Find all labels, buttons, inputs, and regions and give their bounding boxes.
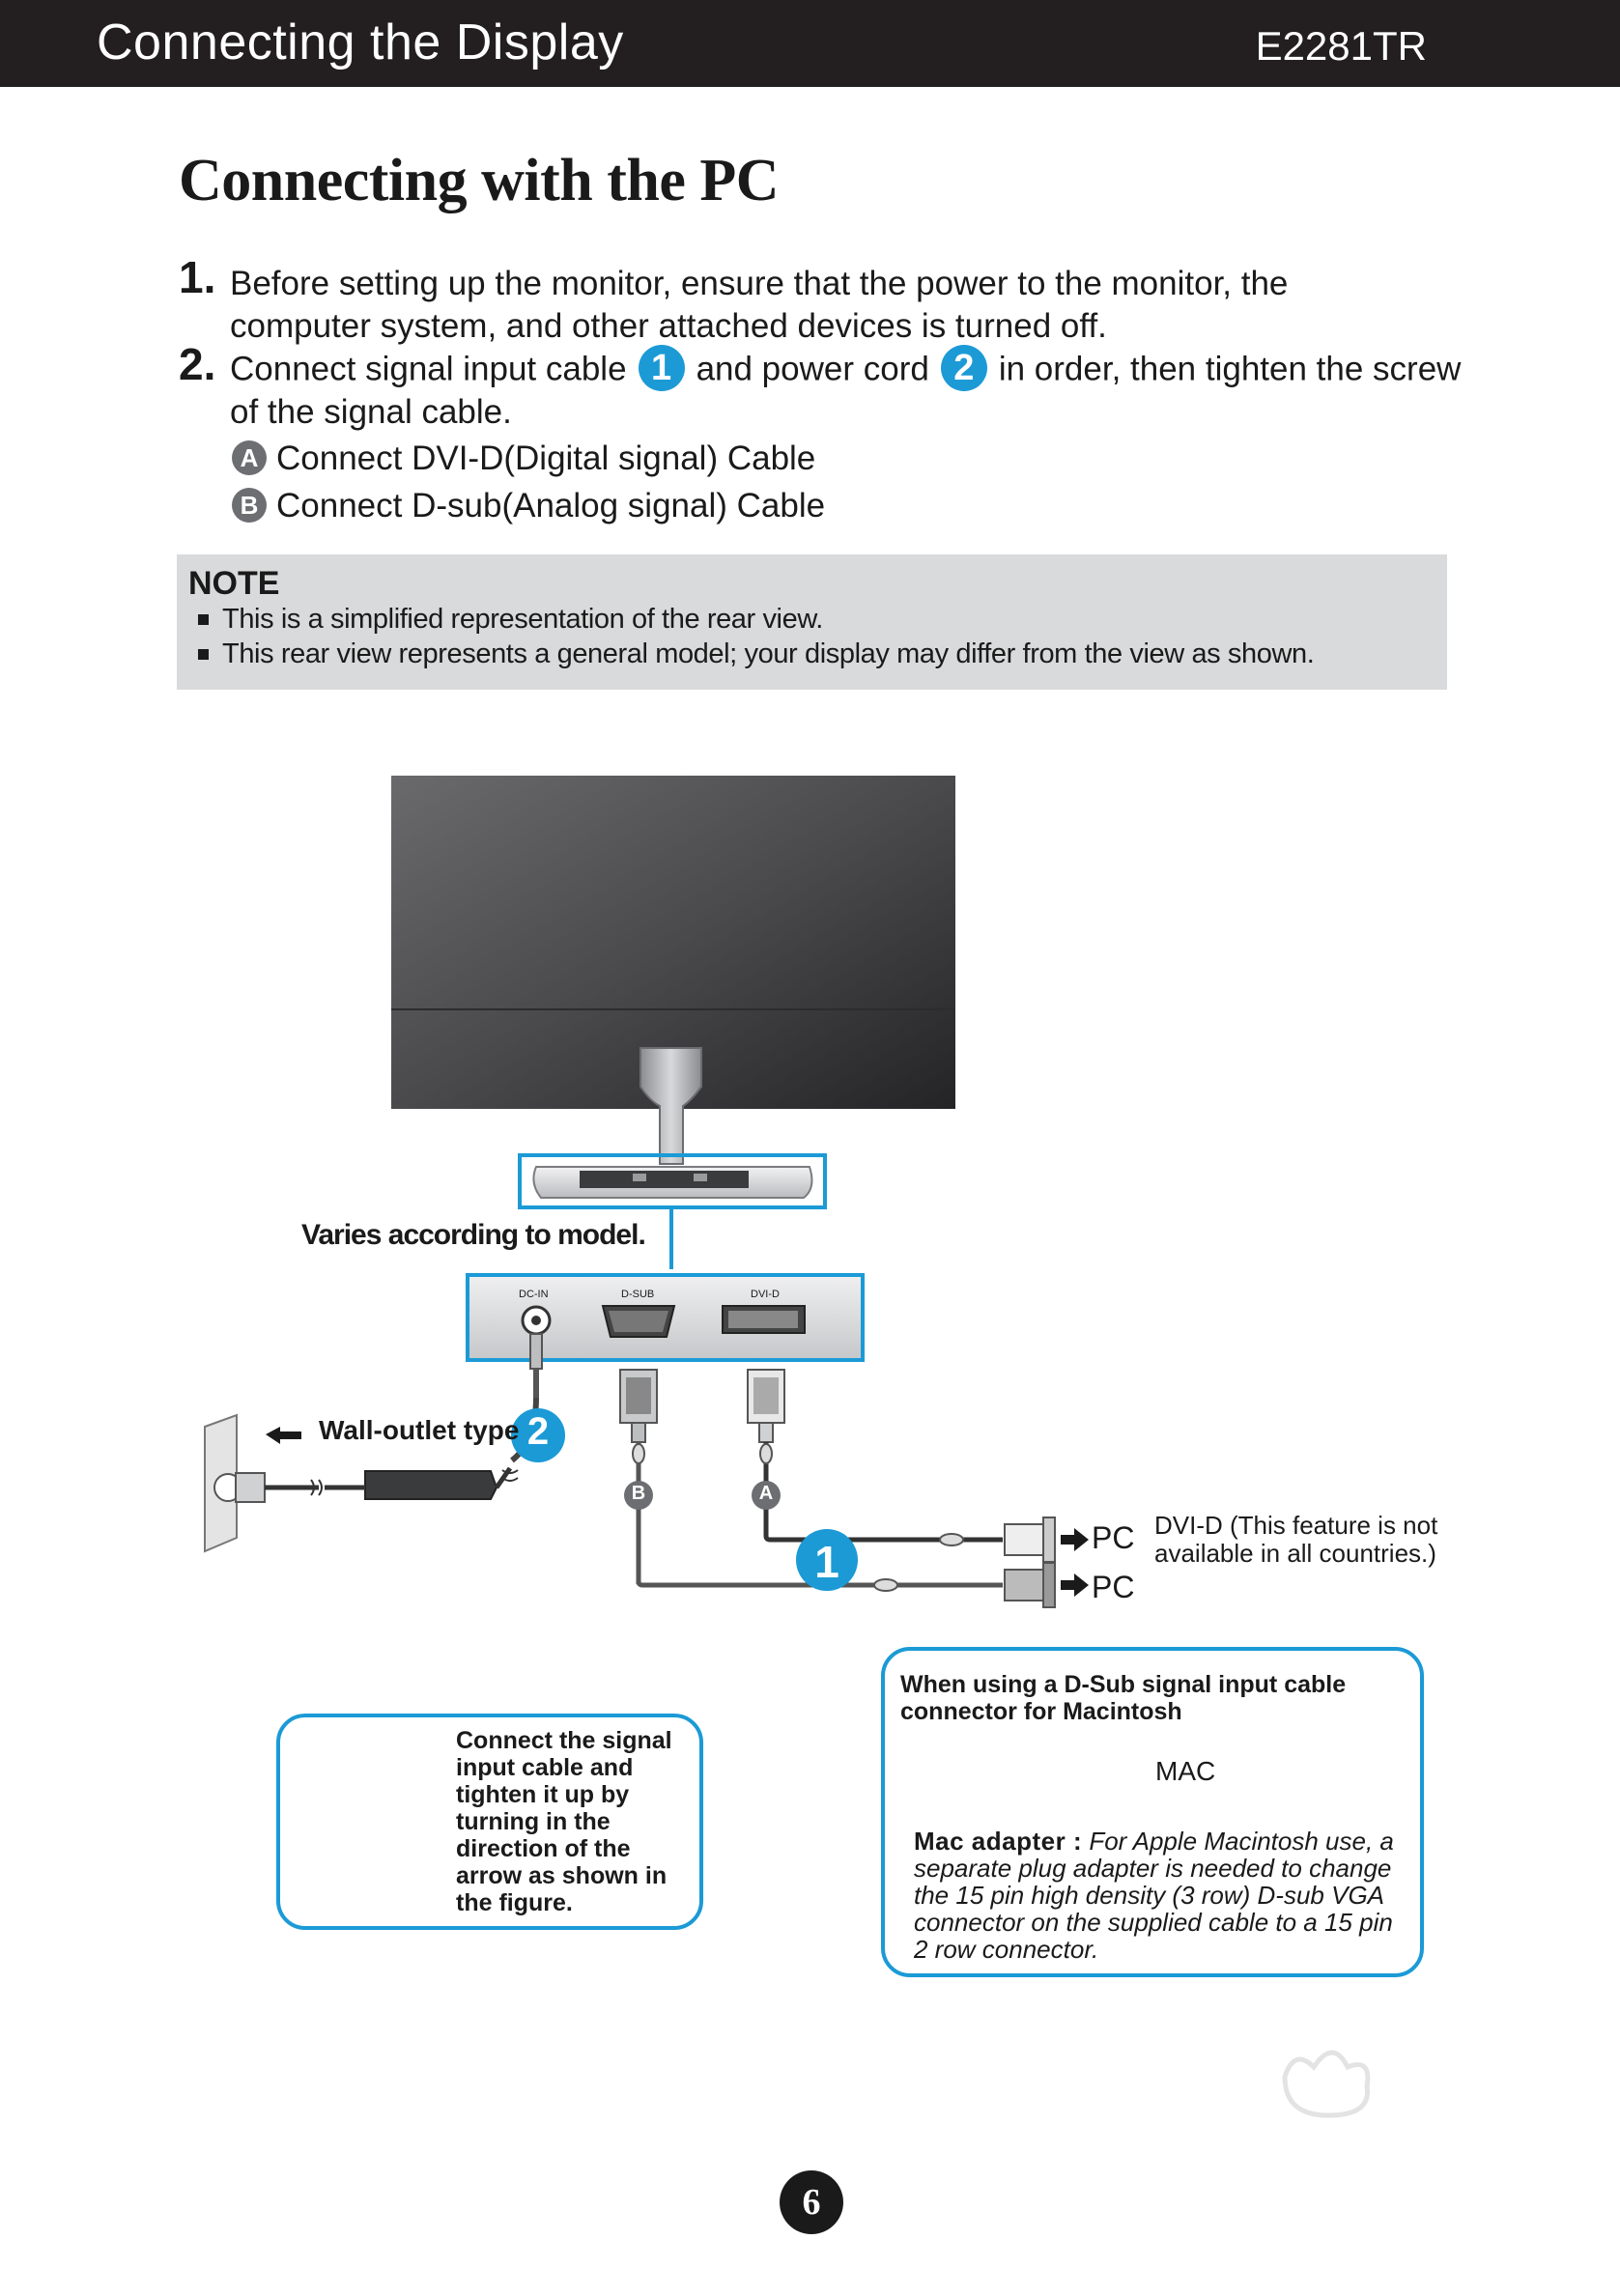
- arrow-left-icon: [266, 1427, 301, 1444]
- step-2-text-a: Connect signal input cable: [230, 350, 627, 388]
- mac-adapter-box: [881, 1647, 1424, 1977]
- note-item-text: This is a simplified representation of t…: [222, 604, 823, 635]
- note-box: [177, 554, 1447, 690]
- sub-item-dvi-text: Connect DVI-D(Digital signal) Cable: [276, 439, 816, 477]
- wall-outlet-label: Wall-outlet type: [319, 1415, 520, 1445]
- port-label-dvi-d: DVI-D: [751, 1289, 780, 1300]
- badge-signal-cable: 1: [638, 345, 685, 391]
- badge-b-diagram: [624, 1481, 653, 1510]
- step-2-line-1: Connect signal input cable 1 and power cor…: [230, 345, 1486, 394]
- arrow-right-icon: [1061, 1573, 1089, 1597]
- port-panel: [466, 1273, 865, 1362]
- wall-outlet: [204, 1413, 519, 1553]
- mac-label: MAC: [1155, 1756, 1216, 1786]
- mac-adapter-description: Mac adapter : For Apple Macintosh use, a…: [914, 1828, 1407, 1963]
- badge-power-diagram: [511, 1408, 565, 1462]
- step-1-number: 1.: [179, 252, 216, 302]
- badge-b-letter: B: [631, 1483, 646, 1504]
- port-label-dc-in: DC-IN: [519, 1289, 549, 1300]
- dvi-note-line-1: DVI-D (This feature is not: [1154, 1511, 1438, 1540]
- tighten-screws-text: Connect the signal input cable and tight…: [456, 1727, 672, 1916]
- badge-a-diagram: [752, 1481, 781, 1510]
- note-item-text: This rear view represents a general mode…: [222, 638, 1315, 669]
- dvi-note-line-2: available in all countries.): [1154, 1539, 1436, 1568]
- step-2-number: 2.: [179, 339, 216, 389]
- header-title: Connecting the Display: [97, 14, 624, 71]
- pc-label-dvi: PC: [1092, 1520, 1135, 1555]
- badge-signal-diagram: [796, 1529, 858, 1591]
- tighten-screws-box: [276, 1714, 703, 1930]
- mac-adapter-lead: Mac adapter :: [914, 1827, 1083, 1856]
- pc-label-dsub: PC: [1092, 1570, 1135, 1604]
- badge-b: B: [232, 487, 267, 523]
- baidu-watermark: [1282, 2050, 1371, 2118]
- sub-item-dsub-text: Connect D-sub(Analog signal) Cable: [276, 487, 826, 524]
- mac-adapter-body: For Apple Macintosh use, a separate plug…: [914, 1827, 1394, 1964]
- port-label-d-sub: D-SUB: [621, 1289, 655, 1300]
- section-title: Connecting with the PC: [179, 148, 780, 213]
- note-item: This rear view represents a general mode…: [198, 638, 1315, 670]
- arrow-right-icon: [1061, 1528, 1089, 1551]
- step-2-text-c: in order, then tighten the screw: [998, 350, 1462, 388]
- badge-signal-number: 1: [814, 1537, 839, 1587]
- note-title: NOTE: [188, 565, 280, 602]
- note-item: This is a simplified representation of t…: [198, 604, 823, 636]
- step-1-text: Before setting up the monitor, ensure th…: [230, 265, 1289, 345]
- header-model: E2281TR: [1255, 23, 1427, 69]
- badge-power-number: 2: [526, 1410, 550, 1453]
- badge-a: A: [232, 439, 267, 475]
- step-2-line-2: of the signal cable.: [230, 393, 512, 431]
- varies-label: Varies according to model.: [301, 1219, 646, 1251]
- badge-a-letter: A: [758, 1483, 774, 1504]
- bullet-icon: [198, 614, 209, 625]
- header-bar: [0, 0, 1620, 87]
- bullet-icon: [198, 649, 209, 660]
- mac-adapter-title: When using a D-Sub signal input cable co…: [900, 1671, 1347, 1725]
- step-2-text-b: and power cord: [696, 350, 929, 388]
- badge-power-cord: 2: [940, 345, 987, 391]
- page-number: 6: [780, 2170, 843, 2234]
- monitor-rear: [391, 776, 955, 1199]
